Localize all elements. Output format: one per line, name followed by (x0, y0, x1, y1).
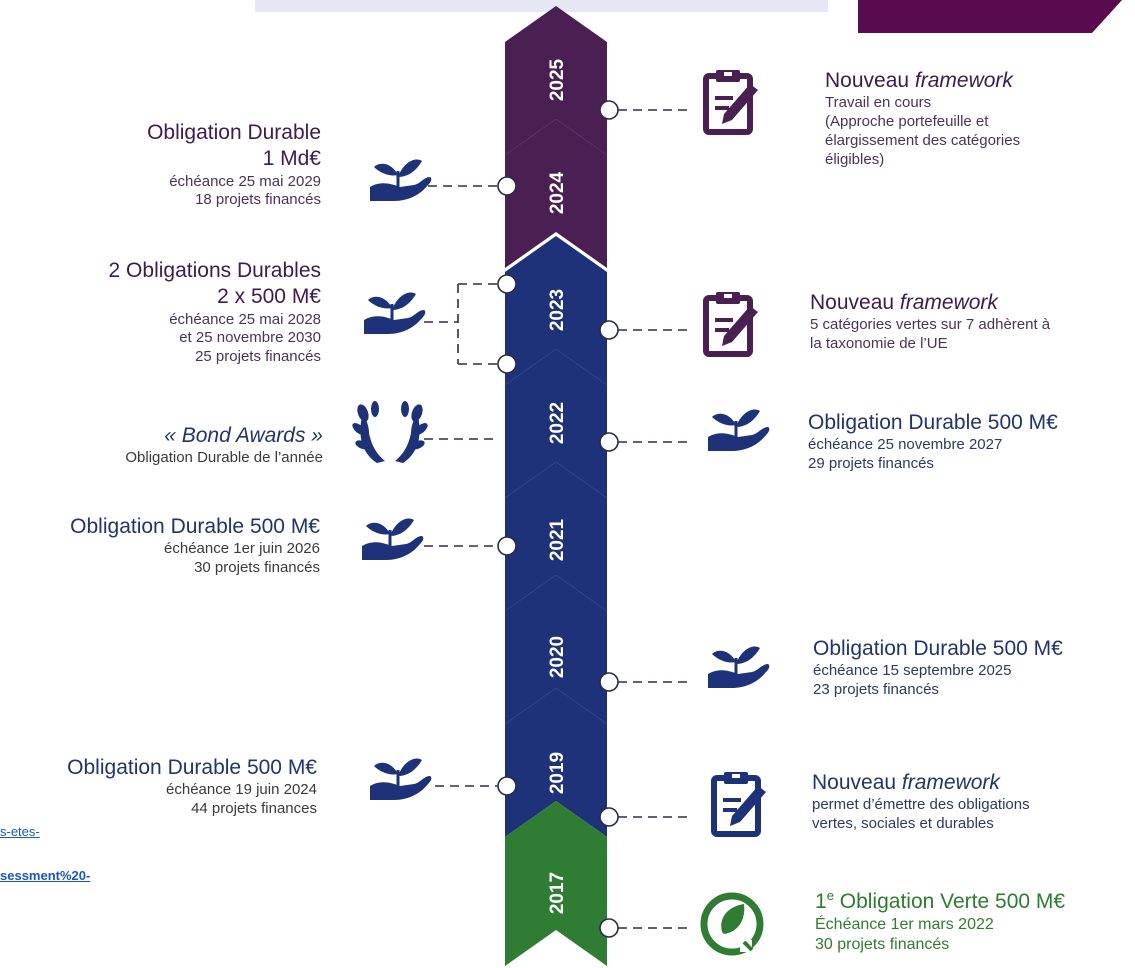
event-title: « Bond Awards » (164, 424, 323, 447)
event-detail: 5 catégories vertes sur 7 adhèrent à (810, 316, 1051, 334)
event-detail: Travail en cours (825, 94, 932, 112)
event-title: Obligation Durable 500 M€ (808, 411, 1058, 434)
timeline-dot (497, 176, 517, 196)
event-detail: éligibles) (825, 150, 885, 168)
clipboard-edit-icon (714, 772, 766, 834)
event-detail: 18 projets financés (195, 191, 321, 209)
top-banner (255, 0, 828, 12)
plant-hand-icon (368, 757, 433, 802)
event-2020-right: Obligation Durable 500 M€ échéance 15 se… (813, 636, 1063, 700)
timeline-dot (599, 320, 619, 340)
year-label: 2025 (547, 58, 568, 101)
event-title: Nouveau framework (810, 291, 998, 314)
event-amount: 2 x 500 M€ (217, 285, 321, 309)
timeline-dot (497, 354, 517, 374)
event-detail: 29 projets financés (808, 455, 934, 472)
event-title: Obligation Durable 500 M€ (813, 637, 1063, 660)
event-amount: 1 Md€ (262, 147, 321, 171)
link-fragment[interactable]: sessment%20- (0, 868, 91, 883)
chevron-2025 (505, 6, 607, 155)
corner-decoration (858, 0, 1122, 33)
timeline-dot (599, 672, 619, 692)
event-detail: échéance 15 septembre 2025 (813, 662, 1012, 680)
event-2021-left: Obligation Durable 500 M€ échéance 1er j… (70, 514, 320, 578)
year-label: 2022 (547, 402, 568, 444)
event-detail: 25 projets financés (195, 348, 321, 365)
plant-hand-icon (362, 291, 427, 336)
plant-hand-icon (706, 645, 771, 690)
chevron-2022 (505, 349, 607, 498)
plant-hand-icon (706, 408, 771, 453)
event-2025-right: Nouveau framework Travail en cours (Appr… (825, 68, 1020, 169)
year-label: 2024 (547, 171, 568, 214)
event-detail: permet d’émettre des obligations (812, 796, 1030, 814)
laurel-wreath-icon (352, 401, 428, 463)
timeline-dot (497, 776, 517, 796)
timeline-dot (599, 100, 619, 120)
event-detail: vertes, sociales et durables (812, 815, 994, 832)
event-2019-right: Nouveau framework permet d’émettre des o… (812, 770, 1030, 834)
year-label: 2019 (547, 752, 568, 794)
event-2019-left: Obligation Durable 500 M€ échéance 19 ju… (67, 755, 317, 819)
connector-left-2023 (424, 283, 498, 365)
event-title: Nouveau framework (812, 771, 1000, 794)
event-detail: 30 projets financés (815, 936, 950, 954)
chevron-2024 (505, 119, 607, 268)
event-detail: et 25 novembre 2030 (179, 329, 321, 347)
timeline-bar (505, 6, 607, 966)
chevron-2017 (505, 801, 607, 966)
event-detail: échéance 25 mai 2028 (169, 310, 321, 328)
year-label: 2021 (547, 518, 568, 561)
event-2023-left: 2 Obligations Durables 2 x 500 M€ échéan… (109, 258, 321, 367)
event-title: 1e Obligation Verte 500 M€ (815, 888, 1066, 913)
event-2017-right: 1e Obligation Verte 500 M€ Échéance 1er … (815, 888, 1065, 955)
event-detail: échéance 1er juin 2026 (164, 540, 320, 558)
link-fragment[interactable]: s-etes- (0, 824, 40, 839)
event-detail: échéance 19 juin 2024 (166, 781, 317, 799)
year-label: 2020 (547, 636, 568, 678)
event-title: Obligation Durable 500 M€ (70, 515, 320, 538)
event-detail: échéance 25 mai 2029 (169, 172, 321, 190)
event-title: Obligation Durable (147, 121, 321, 144)
event-2023-right: Nouveau framework 5 catégories vertes su… (810, 290, 1050, 354)
chevron-2019 (505, 688, 607, 837)
event-detail: Échéance 1er mars 2022 (815, 916, 994, 934)
timeline-dot (599, 432, 619, 452)
event-detail: Obligation Durable de l’année (125, 449, 323, 467)
event-title: Nouveau framework (825, 69, 1013, 92)
timeline-dot (497, 274, 517, 294)
timeline-dot (497, 536, 517, 556)
event-detail: (Approche portefeuille et (825, 113, 989, 130)
event-detail: 23 projets financés (813, 681, 939, 698)
timeline-dot (599, 807, 619, 827)
clipboard-edit-icon (706, 292, 758, 354)
event-detail: 44 projets finances (191, 800, 317, 817)
plant-hand-icon (368, 158, 433, 203)
year-label: 2017 (547, 872, 568, 914)
event-2022-left: « Bond Awards » Obligation Durable de l’… (125, 423, 323, 468)
plant-hand-icon (360, 517, 425, 562)
event-detail: 30 projets financés (194, 559, 320, 576)
timeline-dot (599, 918, 619, 938)
green-energy-plug-icon (700, 892, 764, 956)
chevron-2020 (505, 575, 607, 724)
chevron-2023 (505, 236, 607, 385)
event-title: 2 Obligations Durables (108, 259, 321, 282)
event-2024-left: Obligation Durable 1 Md€ échéance 25 mai… (147, 120, 321, 210)
clipboard-edit-icon (706, 70, 758, 132)
event-title: Obligation Durable 500 M€ (67, 756, 317, 779)
event-detail: la taxonomie de l’UE (810, 335, 948, 352)
event-2022-right: Obligation Durable 500 M€ échéance 25 no… (808, 410, 1058, 474)
chevron-2021 (505, 462, 607, 611)
event-detail: élargissement des catégories (825, 131, 1021, 149)
year-label: 2023 (547, 289, 568, 331)
event-detail: échéance 25 novembre 2027 (808, 436, 1003, 454)
